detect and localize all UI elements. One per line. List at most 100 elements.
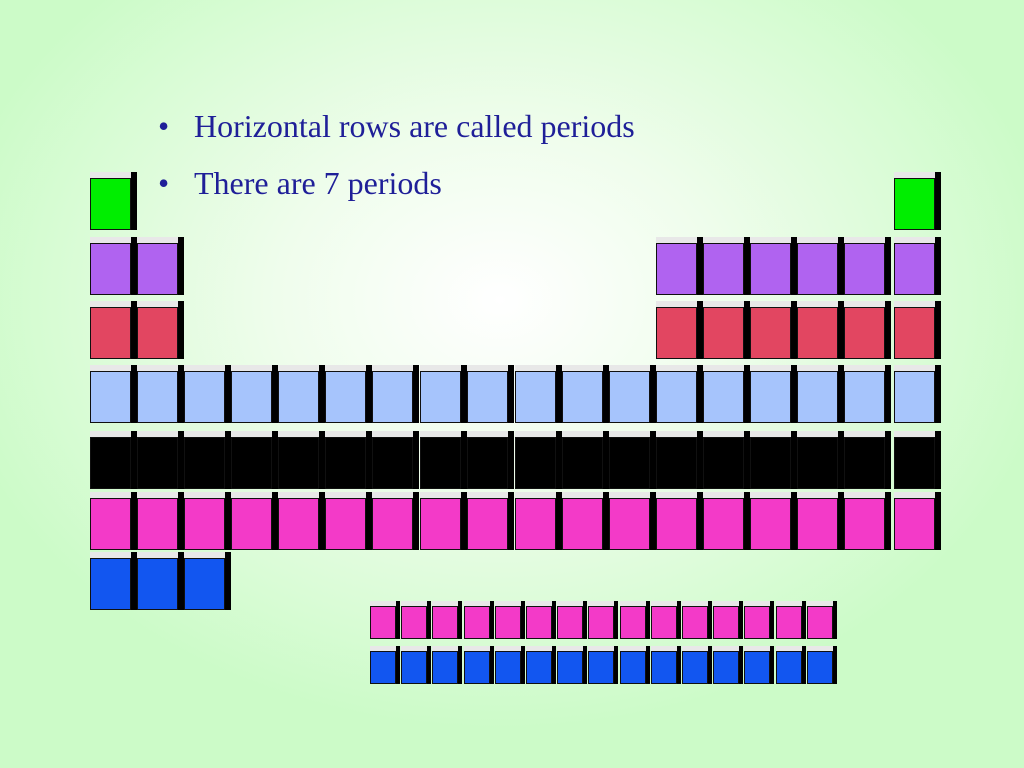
element-block-period-5 xyxy=(278,431,325,489)
element-block-period-5 xyxy=(467,431,514,489)
bullet-list: Horizontal rows are called periods There… xyxy=(156,104,635,218)
element-block-period-3 xyxy=(844,301,891,359)
element-block-period-7 xyxy=(137,552,184,610)
element-block-period-5 xyxy=(609,431,656,489)
element-block-actinide xyxy=(588,646,619,684)
element-block-period-6 xyxy=(420,492,467,550)
element-block-period-5 xyxy=(372,431,419,489)
element-block-period-2 xyxy=(656,237,703,295)
element-block-period-7 xyxy=(184,552,231,610)
element-block-actinide xyxy=(806,646,837,684)
element-block-period-6 xyxy=(231,492,278,550)
element-block-period-4 xyxy=(894,365,941,423)
element-block-period-3 xyxy=(90,301,137,359)
element-block-period-1 xyxy=(90,172,137,230)
element-block-period-4 xyxy=(372,365,419,423)
element-block-period-2 xyxy=(844,237,891,295)
element-block-period-6 xyxy=(184,492,231,550)
element-block-actinide xyxy=(650,646,681,684)
element-block-actinide xyxy=(744,646,775,684)
element-block-period-5 xyxy=(703,431,750,489)
element-block-period-5 xyxy=(90,431,137,489)
element-block-period-5 xyxy=(797,431,844,489)
element-block-period-4 xyxy=(137,365,184,423)
element-block-period-6 xyxy=(137,492,184,550)
element-block-lanthanide xyxy=(526,601,556,639)
element-block-period-4 xyxy=(515,365,562,423)
element-block-period-3 xyxy=(797,301,844,359)
element-block-actinide xyxy=(713,646,744,684)
element-block-period-2 xyxy=(703,237,750,295)
element-block-actinide xyxy=(557,646,588,684)
element-block-period-2 xyxy=(750,237,797,295)
element-block-period-6 xyxy=(90,492,137,550)
element-block-lanthanide xyxy=(463,601,494,639)
element-block-period-6 xyxy=(844,492,891,550)
element-block-period-6 xyxy=(656,492,703,550)
element-block-period-3 xyxy=(137,301,184,359)
element-block-period-4 xyxy=(325,365,372,423)
element-block-actinide xyxy=(401,646,432,684)
element-block-period-3 xyxy=(750,301,797,359)
element-block-lanthanide xyxy=(775,601,806,639)
element-block-period-1 xyxy=(894,172,941,230)
element-block-period-4 xyxy=(184,365,231,423)
element-block-actinide xyxy=(494,646,525,684)
element-block-period-5 xyxy=(562,431,609,489)
element-block-period-5 xyxy=(420,431,467,489)
element-block-actinide xyxy=(526,646,556,684)
element-block-period-5 xyxy=(231,431,278,489)
element-block-period-4 xyxy=(797,365,844,423)
element-block-lanthanide xyxy=(713,601,744,639)
element-block-lanthanide xyxy=(432,601,463,639)
element-block-period-4 xyxy=(90,365,137,423)
element-block-period-4 xyxy=(278,365,325,423)
element-block-period-2 xyxy=(797,237,844,295)
element-block-period-6 xyxy=(562,492,609,550)
element-block-period-5 xyxy=(515,431,562,489)
element-block-period-6 xyxy=(750,492,797,550)
element-block-period-2 xyxy=(90,237,137,295)
element-block-period-5 xyxy=(844,431,891,489)
element-block-lanthanide xyxy=(744,601,775,639)
element-block-actinide xyxy=(463,646,494,684)
bullet-seven-periods: There are 7 periods xyxy=(156,161,635,218)
element-block-period-5 xyxy=(750,431,797,489)
element-block-period-3 xyxy=(656,301,703,359)
element-block-actinide xyxy=(432,646,463,684)
element-block-period-4 xyxy=(562,365,609,423)
element-block-lanthanide xyxy=(682,601,712,639)
element-block-period-4 xyxy=(656,365,703,423)
element-block-actinide xyxy=(775,646,806,684)
element-block-period-4 xyxy=(750,365,797,423)
element-block-period-4 xyxy=(703,365,750,423)
element-block-lanthanide xyxy=(619,601,650,639)
element-block-period-3 xyxy=(703,301,750,359)
element-block-period-4 xyxy=(609,365,656,423)
element-block-period-5 xyxy=(137,431,184,489)
element-block-period-2 xyxy=(137,237,184,295)
element-block-actinide xyxy=(682,646,712,684)
element-block-period-6 xyxy=(372,492,419,550)
element-block-lanthanide xyxy=(370,601,400,639)
element-block-period-5 xyxy=(184,431,231,489)
element-block-period-7 xyxy=(90,552,137,610)
element-block-period-4 xyxy=(467,365,514,423)
element-block-period-6 xyxy=(278,492,325,550)
element-block-period-6 xyxy=(467,492,514,550)
element-block-period-5 xyxy=(325,431,372,489)
element-block-period-6 xyxy=(894,492,941,550)
element-block-period-4 xyxy=(231,365,278,423)
element-block-period-6 xyxy=(609,492,656,550)
element-block-lanthanide xyxy=(494,601,525,639)
element-block-period-6 xyxy=(515,492,562,550)
element-block-period-4 xyxy=(844,365,891,423)
element-block-period-6 xyxy=(703,492,750,550)
element-block-period-2 xyxy=(894,237,941,295)
element-block-period-3 xyxy=(894,301,941,359)
element-block-lanthanide xyxy=(806,601,837,639)
element-block-lanthanide xyxy=(557,601,588,639)
element-block-lanthanide xyxy=(650,601,681,639)
